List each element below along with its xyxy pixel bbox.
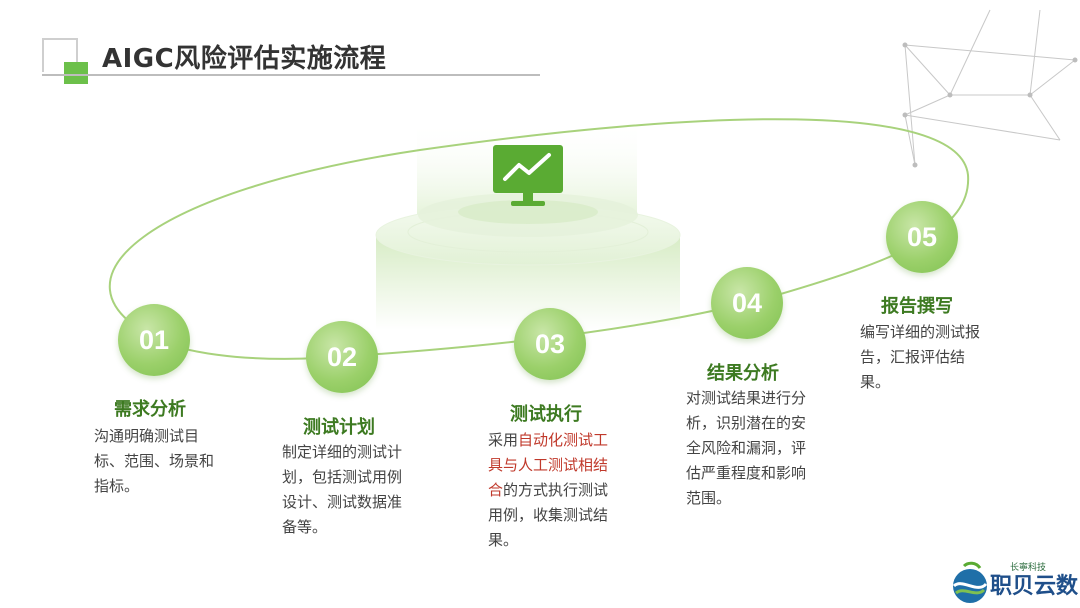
step-title-02: 测试计划 xyxy=(303,417,375,438)
step-desc-03-post: 的方式执行测试用例，收集测试结果。 xyxy=(488,481,609,549)
step-number-05: 05 xyxy=(886,201,958,273)
step-desc-04: 对测试结果进行分析，识别潜在的安全风险和漏洞，评估严重程度和影响范围。 xyxy=(686,389,807,507)
step-number-02: 02 xyxy=(306,321,378,393)
logo-text: 职贝云数 xyxy=(990,574,1079,599)
step-desc-05: 编写详细的测试报告，汇报评估结果。 xyxy=(860,323,981,391)
step-title-03: 测试执行 xyxy=(510,404,582,425)
monitor-chart-icon xyxy=(493,145,563,206)
step-number-01: 01 xyxy=(118,304,190,376)
page-title: AIGC风险评估实施流程 xyxy=(102,44,387,74)
step-title-01: 需求分析 xyxy=(114,399,186,420)
title-accent-square xyxy=(64,62,88,84)
network-lines xyxy=(904,9,1076,166)
step-desc-03-highlight: 自动化测试工具与人工测试相结合 xyxy=(488,431,609,499)
step-number-03: 03 xyxy=(514,308,586,380)
step-title-04: 结果分析 xyxy=(707,363,779,384)
step-desc-03-pre: 采用 xyxy=(488,431,519,449)
step-title-05: 报告撰写 xyxy=(881,296,953,317)
step-number-04: 04 xyxy=(711,267,783,339)
step-desc-02: 制定详细的测试计划，包括测试用例设计、测试数据准备等。 xyxy=(282,443,403,536)
logo-small-text: 长寧科技 xyxy=(1010,563,1047,573)
step-desc-03: 采用自动化测试工具与人工测试相结合的方式执行测试用例，收集测试结果。 xyxy=(488,428,618,553)
title-frame xyxy=(42,38,76,72)
logo-icon xyxy=(952,561,988,603)
title-underline xyxy=(42,74,540,76)
title-frame-right xyxy=(42,38,78,74)
step-desc-01: 沟通明确测试目标、范围、场景和指标。 xyxy=(94,427,215,495)
